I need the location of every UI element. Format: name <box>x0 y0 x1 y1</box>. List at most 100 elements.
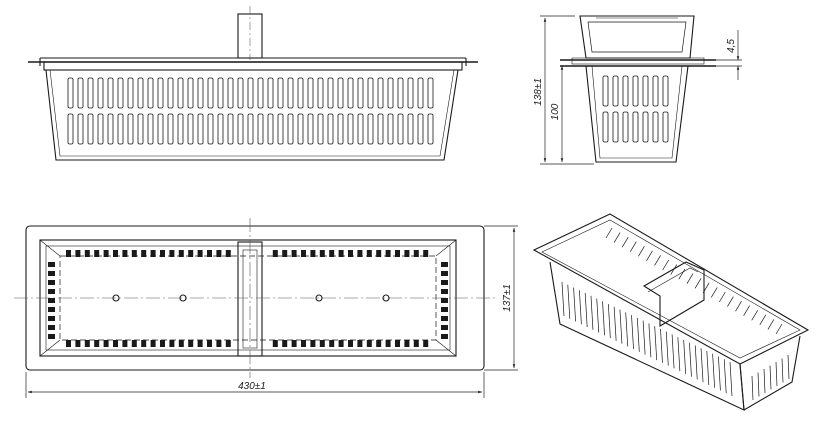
slot <box>197 77 204 109</box>
slot <box>407 77 414 109</box>
slot <box>584 293 588 328</box>
slot <box>141 250 147 257</box>
slot <box>94 340 100 347</box>
slot <box>348 250 353 257</box>
slot <box>662 75 669 107</box>
slot <box>729 361 733 397</box>
slot <box>137 113 144 145</box>
slot <box>327 113 334 145</box>
slot <box>147 113 154 145</box>
slot <box>207 340 212 347</box>
slot <box>427 113 434 145</box>
slot <box>441 334 448 339</box>
slot <box>689 342 692 377</box>
slot <box>317 113 324 145</box>
slot <box>107 77 114 109</box>
slot <box>272 340 278 347</box>
slot <box>763 368 766 394</box>
slot <box>291 340 297 347</box>
slot <box>103 250 109 257</box>
slot <box>694 278 702 289</box>
slot <box>127 77 134 109</box>
slot <box>97 113 104 145</box>
slot <box>48 271 55 276</box>
slot <box>66 250 71 257</box>
slot <box>631 315 634 350</box>
slot <box>348 340 353 347</box>
slot <box>67 113 74 145</box>
slot <box>605 227 613 239</box>
slot <box>48 316 55 321</box>
slot <box>167 77 174 109</box>
dim-flange-thickness: 4,5 <box>726 39 737 53</box>
slot <box>423 250 429 257</box>
front-slots <box>67 77 434 145</box>
slot <box>225 250 231 257</box>
slot <box>387 113 394 145</box>
slot <box>385 250 391 257</box>
side-body <box>585 65 689 163</box>
slot <box>48 334 55 339</box>
slot <box>267 113 274 145</box>
slot <box>357 340 363 347</box>
slot <box>150 340 156 347</box>
slot <box>319 340 325 347</box>
slot <box>310 340 316 347</box>
slot <box>157 77 164 109</box>
slot <box>147 77 154 109</box>
slot <box>613 306 617 341</box>
slot <box>395 250 400 257</box>
slot <box>723 359 727 394</box>
slot <box>573 287 576 322</box>
slot <box>621 236 629 248</box>
slot <box>652 75 659 107</box>
slot <box>150 250 156 257</box>
slot <box>247 77 254 109</box>
slot <box>718 356 721 391</box>
slot <box>660 328 663 363</box>
slot <box>662 111 669 143</box>
slot <box>441 298 448 303</box>
dim-inner-height: 100 <box>550 103 561 120</box>
slot <box>602 111 609 143</box>
slot <box>310 250 316 257</box>
slot <box>267 77 274 109</box>
slot <box>122 340 128 347</box>
slot <box>567 284 571 319</box>
slot <box>113 250 118 257</box>
slot <box>137 77 144 109</box>
slot <box>642 75 649 107</box>
slot <box>117 113 124 145</box>
slot <box>307 77 314 109</box>
slot <box>759 314 767 326</box>
slot <box>619 309 623 344</box>
slot <box>347 113 354 145</box>
slot <box>727 296 734 307</box>
slot <box>87 77 94 109</box>
slot <box>767 319 775 330</box>
slot <box>607 304 611 339</box>
slot <box>227 77 234 109</box>
slot <box>319 250 325 257</box>
slot <box>216 340 222 347</box>
slot <box>602 301 605 336</box>
slot <box>207 113 214 145</box>
slot <box>404 250 410 257</box>
slot <box>237 113 244 145</box>
slot <box>366 250 372 257</box>
slot <box>441 271 448 276</box>
slot <box>77 77 84 109</box>
slot <box>48 307 55 312</box>
slot <box>237 77 244 109</box>
slot <box>282 250 288 257</box>
slot <box>227 113 234 145</box>
slot <box>297 113 304 145</box>
slot <box>347 77 354 109</box>
slot <box>613 232 621 243</box>
slot <box>97 77 104 109</box>
front-view <box>28 6 478 161</box>
isometric-view <box>532 213 810 411</box>
slot <box>75 340 81 347</box>
slot <box>377 77 384 109</box>
